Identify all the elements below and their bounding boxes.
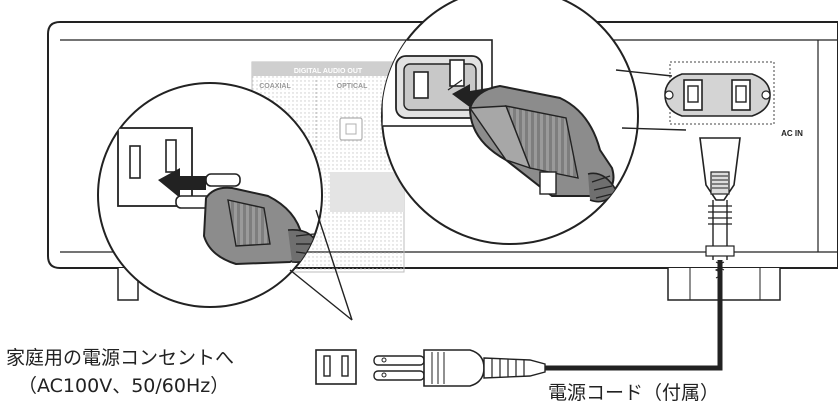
outlet-zoom-callout bbox=[97, 82, 353, 321]
bottom-wall-outlet bbox=[315, 349, 357, 385]
digital-audio-out-label: DIGITAL AUDIO OUT bbox=[294, 68, 363, 75]
arrow-left-icon bbox=[158, 168, 206, 198]
outlet-caption-line2: （AC100V、50/60Hz） bbox=[18, 375, 230, 397]
inlet-zoom-callout bbox=[381, 0, 687, 245]
optical-port-icon bbox=[339, 117, 363, 141]
power-plug-icon bbox=[468, 84, 617, 203]
power-cord-caption: 電源コード（付属） bbox=[548, 382, 720, 404]
ac-in-label: AC IN bbox=[781, 129, 803, 138]
power-cord-device-end bbox=[699, 137, 741, 260]
bottom-power-plug bbox=[373, 349, 546, 387]
coaxial-label: COAXIAL bbox=[259, 83, 291, 90]
outlet-caption-line1: 家庭用の電源コンセントへ bbox=[6, 347, 235, 369]
power-cord-cable bbox=[545, 260, 723, 371]
iec-inlet-icon bbox=[664, 73, 771, 117]
ac-inlet: AC IN bbox=[664, 61, 803, 138]
optical-label: OPTICAL bbox=[337, 83, 368, 90]
cord-tie-icon bbox=[705, 245, 735, 257]
wall-outlet-icon bbox=[117, 127, 193, 207]
device-foot-right bbox=[667, 268, 781, 301]
